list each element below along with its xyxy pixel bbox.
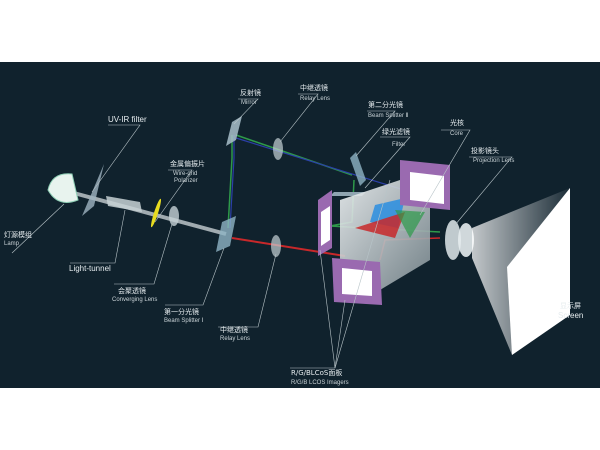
uvir-label: UV-IR filter bbox=[108, 115, 147, 124]
polarizer-label-en2: Polarizer bbox=[174, 178, 198, 184]
bs1-label-zh: 第一分光镜 bbox=[164, 307, 199, 316]
core-label-en: Core bbox=[450, 131, 464, 137]
core-label-zh: 光核 bbox=[450, 118, 464, 127]
imagers-label-en: R/G/B LCOS Imagers bbox=[291, 380, 349, 386]
converging-lens-icon bbox=[169, 206, 179, 226]
tunnel-label: Light-tunnel bbox=[69, 264, 111, 273]
bs2-label-zh: 第二分光镜 bbox=[368, 100, 403, 109]
relay1-label-zh: 中继透镜 bbox=[300, 83, 328, 92]
bs2-label-en: Beam Splitter Ⅱ bbox=[368, 113, 409, 119]
relay2-label-zh: 中继透镜 bbox=[220, 325, 248, 334]
projection-lens-element bbox=[458, 223, 474, 257]
core-red-face bbox=[355, 212, 405, 238]
beam-splitter-1-icon bbox=[216, 216, 236, 252]
mirror-label-en: Mirror bbox=[241, 100, 257, 106]
filter-label-zh: 绿光滤镜 bbox=[382, 127, 410, 136]
blue-path-up bbox=[229, 135, 235, 229]
screen-label-en: Screen bbox=[558, 311, 583, 320]
screen-icon bbox=[507, 188, 570, 355]
core-green-face bbox=[395, 210, 425, 238]
polarizer-icon bbox=[150, 198, 162, 228]
relay-lens-2-icon bbox=[271, 235, 281, 257]
light-tunnel-icon bbox=[106, 196, 142, 212]
filter-label-en: Filter bbox=[392, 142, 405, 148]
imager-red-panel bbox=[342, 268, 372, 296]
relay2-label-en: Relay Lens bbox=[220, 336, 250, 342]
lamp-label-zh: 灯源模组 bbox=[4, 230, 32, 239]
converging-label-zh: 会聚透镜 bbox=[118, 286, 146, 295]
mirror-label-zh: 反射镜 bbox=[240, 88, 261, 97]
imagers-label-zh: R/G/BLCoS面板 bbox=[291, 368, 342, 377]
imager-green-panel bbox=[321, 206, 330, 246]
relay1-label-en: Relay Lens bbox=[300, 96, 330, 102]
lamp-icon bbox=[47, 173, 79, 203]
imager-blue-panel bbox=[410, 172, 444, 204]
converging-label-en: Converging Lens bbox=[112, 297, 157, 303]
red-beam bbox=[231, 237, 346, 257]
uv-ir-filter-icon bbox=[82, 164, 104, 216]
projection-lens-icon bbox=[445, 220, 461, 260]
beam-splitter-2-icon bbox=[350, 152, 366, 186]
mirror-icon bbox=[226, 116, 242, 146]
projection-label-en: Projection Lens bbox=[473, 158, 514, 164]
green-path-up bbox=[227, 135, 233, 229]
white-beam bbox=[69, 190, 227, 236]
relay-lens-1-icon bbox=[273, 138, 283, 160]
projection-label-zh: 投影镜头 bbox=[471, 146, 499, 155]
polarizer-label-en1: Wire-grid bbox=[173, 171, 197, 177]
polarizer-label-zh: 金属偏振片 bbox=[170, 159, 205, 168]
bs1-label-en: Beam Splitter Ⅰ bbox=[164, 318, 204, 324]
screen-label-zh: 显示屏 bbox=[560, 302, 581, 310]
lamp-label-en: Lamp bbox=[4, 241, 20, 247]
